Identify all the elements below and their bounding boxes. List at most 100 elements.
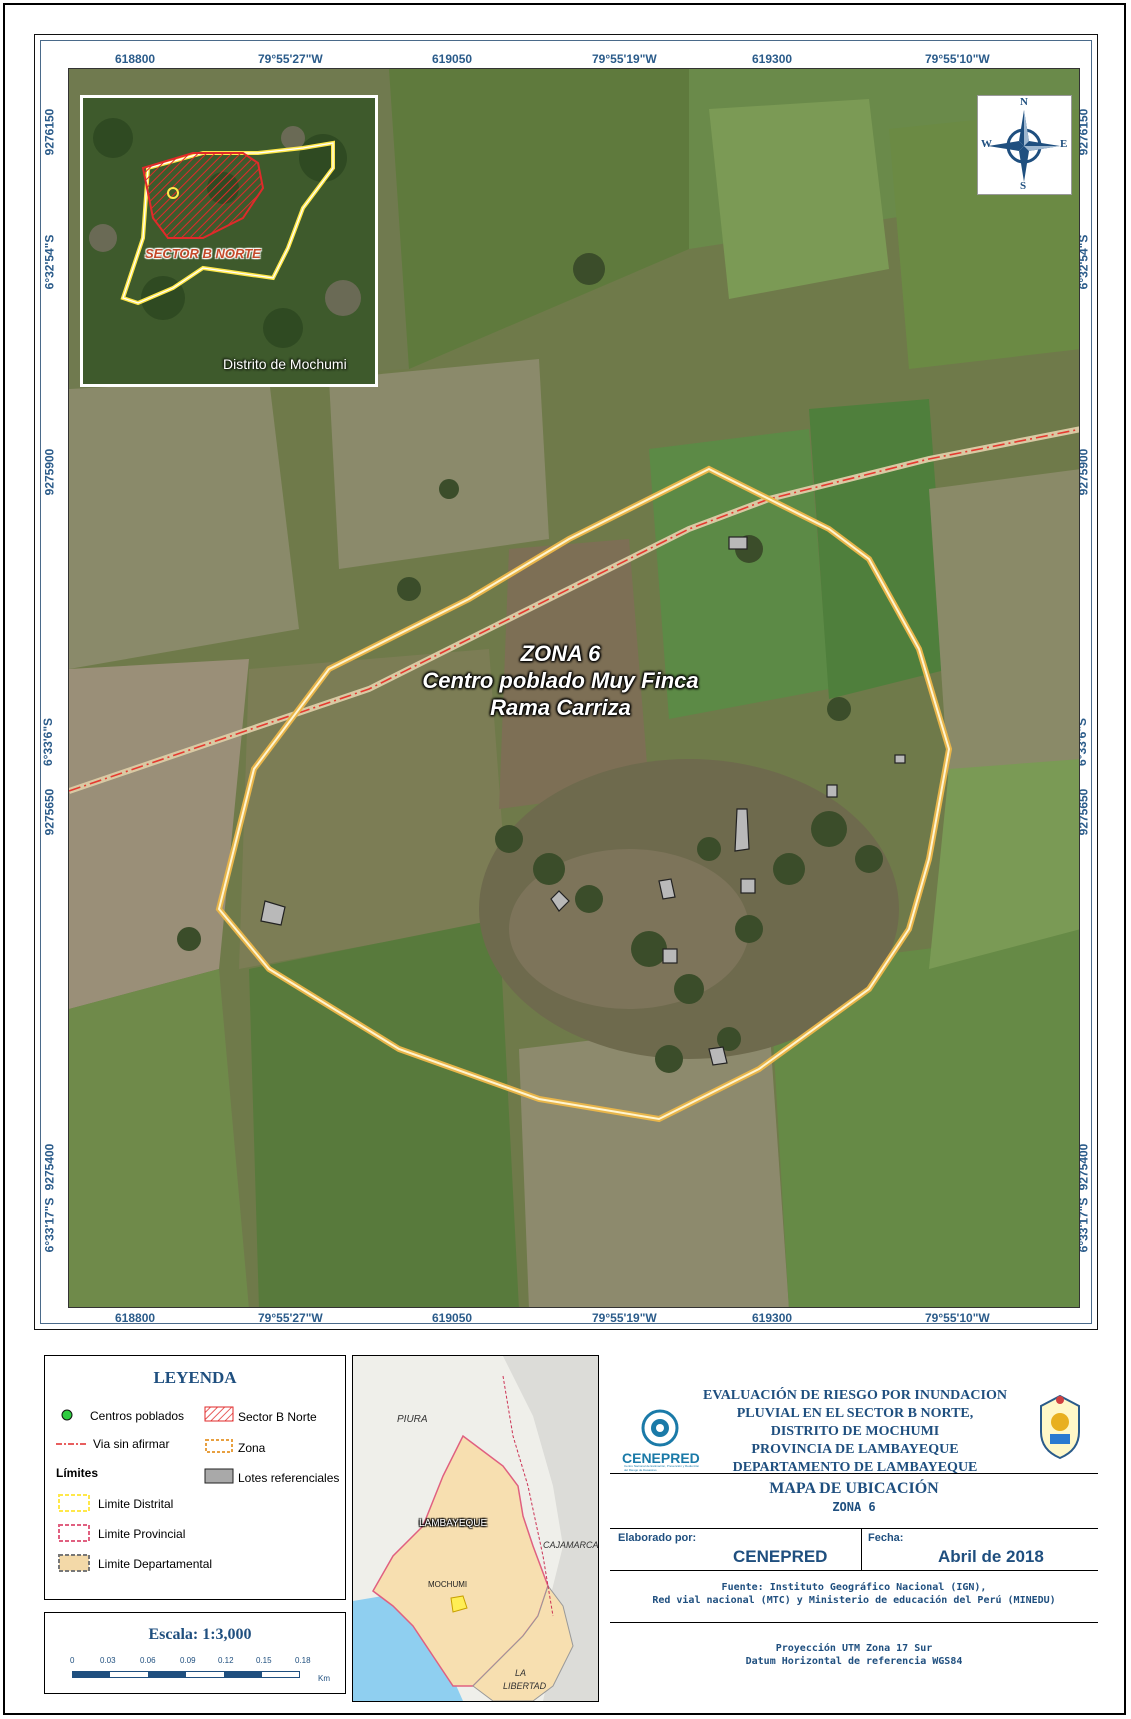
title-line: PROVINCIA DE LAMBAYEQUE xyxy=(751,1442,959,1457)
title-line: EVALUACIÓN DE RIESGO POR INUNDACION xyxy=(703,1388,1007,1403)
page-border xyxy=(3,3,1126,1715)
legend-title: LEYENDA xyxy=(153,1368,237,1387)
elaborado-label: Elaborado por: xyxy=(618,1532,697,1544)
left-label: 9275900 xyxy=(42,448,57,496)
map-subtitle: ZONA 6 xyxy=(832,1500,876,1514)
title-line: DEPARTAMENTO DE LAMBAYEQUE xyxy=(732,1460,978,1475)
scale-bar-seg xyxy=(224,1671,262,1678)
zone-title: ZONA 6 Centro poblado Muy Finca Rama Car… xyxy=(0,640,1131,721)
inset-sector-label: SECTOR B NORTE xyxy=(145,246,261,261)
top-label: 79°55'10"W xyxy=(925,52,990,66)
elaborado-row xyxy=(610,1528,1098,1570)
scale-tick: 0.06 xyxy=(140,1656,156,1665)
map-title: MAPA DE UBICACIÓN xyxy=(769,1480,939,1497)
top-label: 619050 xyxy=(432,52,473,66)
legend-centros: Centros poblados xyxy=(90,1409,185,1423)
via-sin-afirmar-icon xyxy=(56,1443,88,1445)
bottom-label: 619300 xyxy=(752,1311,793,1325)
scale-tick: 0.18 xyxy=(295,1656,311,1665)
lot-polygon xyxy=(894,754,906,764)
scale-tick: 0.12 xyxy=(218,1656,234,1665)
zone-title-line: Centro poblado Muy Finca xyxy=(422,668,699,693)
scale-label: Escala: xyxy=(148,1626,199,1643)
zona-icon xyxy=(205,1439,233,1453)
legend-limites: Límites xyxy=(56,1466,99,1480)
lot-polygon xyxy=(708,1046,728,1066)
lot-polygon xyxy=(550,890,570,912)
legend-distrital: Limite Distrital xyxy=(98,1497,174,1511)
legend-zona: Zona xyxy=(238,1441,266,1455)
sector-b-norte-icon xyxy=(204,1406,234,1422)
lotes-referenciales-icon xyxy=(204,1468,234,1484)
scale-tick: 0.09 xyxy=(180,1656,196,1665)
limite-distrital-icon xyxy=(58,1494,90,1512)
cenepred-logo-icon xyxy=(641,1409,679,1447)
bottom-label: 79°55'19"W xyxy=(592,1311,657,1325)
elaborado-value: CENEPRED xyxy=(733,1547,828,1566)
compass-e: E xyxy=(1060,138,1068,150)
legend-provincial: Limite Provincial xyxy=(98,1527,186,1541)
lot-polygon xyxy=(662,948,678,964)
loc-mochumi: MOCHUMI xyxy=(428,1580,468,1589)
centros-poblados-icon xyxy=(61,1409,73,1421)
north-arrow: N S W E xyxy=(977,95,1072,195)
compass-s: S xyxy=(1020,180,1027,192)
fecha-value: Abril de 2018 xyxy=(938,1547,1044,1566)
loc-libertad: LIBERTAD xyxy=(503,1681,547,1691)
proyeccion-text: Proyección UTM Zona 17 Sur Datum Horizon… xyxy=(610,1642,1098,1668)
left-label: 6°32'54"S xyxy=(42,234,57,290)
fuente-row xyxy=(610,1570,1098,1622)
fuente-line: Fuente: Instituto Geográfico Nacional (I… xyxy=(721,1582,987,1593)
bottom-label: 618800 xyxy=(115,1311,156,1325)
scale-tick: 0 xyxy=(70,1656,75,1665)
lot-polygon xyxy=(826,784,838,798)
scale-tick: 0.03 xyxy=(100,1656,116,1665)
title-header xyxy=(610,1355,1098,1473)
loc-la: LA xyxy=(515,1668,527,1678)
lambayeque-region xyxy=(372,1434,549,1687)
top-label: 618800 xyxy=(115,52,156,66)
compass-n: N xyxy=(1020,96,1028,108)
sector-b-norte-area xyxy=(141,152,265,239)
map-frame xyxy=(34,34,1098,1330)
location-map-panel: PIURA LAMBAYEQUE CAJAMARCA MOCHUMI LA LI… xyxy=(352,1355,599,1702)
left-label: 6°33'17"S xyxy=(42,1197,57,1253)
map-main-title: EVALUACIÓN DE RIESGO POR INUNDACION PLUV… xyxy=(690,1387,1020,1477)
location-map xyxy=(353,1356,598,1701)
title-line: PLUVIAL EN EL SECTOR B NORTE, xyxy=(736,1406,974,1421)
legend-departamental: Limite Departamental xyxy=(98,1557,213,1571)
left-label: 9275400 xyxy=(42,1143,57,1191)
proyeccion-line: Proyección UTM Zona 17 Sur xyxy=(775,1643,933,1654)
scale-bar-seg xyxy=(72,1671,110,1678)
lot-polygon xyxy=(658,878,676,900)
proyeccion-row xyxy=(610,1622,1098,1702)
proyeccion-line: Datum Horizontal de referencia WGS84 xyxy=(745,1656,963,1667)
fuente-text: Fuente: Instituto Geográfico Nacional (I… xyxy=(610,1581,1098,1607)
lot-polygon xyxy=(260,900,286,926)
fuente-line: Red vial nacional (MTC) y Ministerio de … xyxy=(652,1595,1056,1606)
scale-unit: Km xyxy=(318,1674,330,1683)
row-divider xyxy=(861,1528,862,1570)
legend-sector: Sector B Norte xyxy=(238,1410,317,1424)
limite-provincial-icon xyxy=(58,1524,90,1542)
fecha-label: Fecha: xyxy=(868,1532,904,1544)
cenepred-org: CENEPRED xyxy=(622,1450,700,1466)
loc-lambayeque: LAMBAYEQUE xyxy=(419,1518,488,1529)
inset-imagery xyxy=(83,98,375,384)
map-title-row xyxy=(610,1473,1098,1528)
lot-polygon xyxy=(740,878,756,894)
title-line: DISTRITO DE MOCHUMI xyxy=(770,1424,940,1439)
left-label: 6°33'6"S xyxy=(41,717,56,767)
zone-title-line: ZONA 6 xyxy=(520,641,601,666)
top-label: 79°55'19"W xyxy=(592,52,657,66)
inset-district-label: Distrito de Mochumi xyxy=(223,356,347,372)
scale-panel xyxy=(44,1612,346,1694)
loc-piura: PIURA xyxy=(397,1414,428,1425)
lot-polygon xyxy=(728,536,748,550)
inset-map: SECTOR B NORTE Distrito de Mochumi xyxy=(80,95,378,387)
top-label: 619300 xyxy=(752,52,793,66)
left-label: 9275650 xyxy=(42,788,57,836)
scale-bar-seg xyxy=(148,1671,186,1678)
lot-polygon xyxy=(734,808,750,852)
bottom-label: 79°55'27"W xyxy=(258,1311,323,1325)
